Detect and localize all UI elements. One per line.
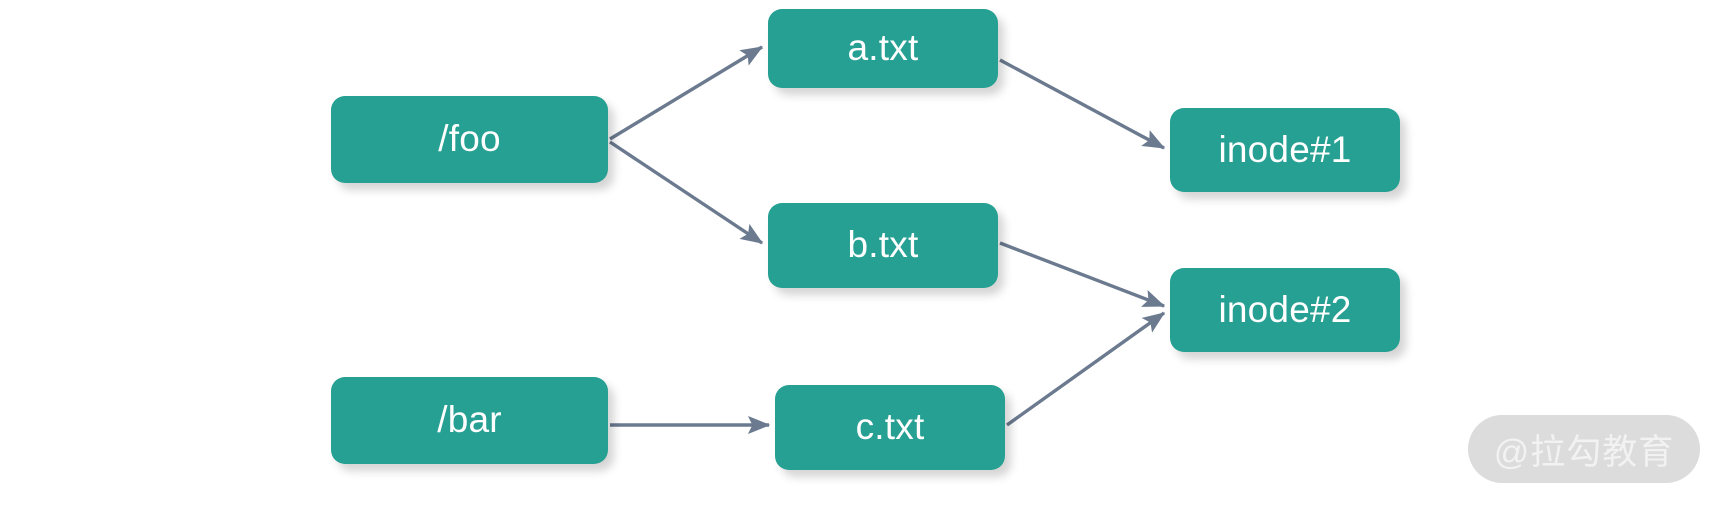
edge-foo-atxt [609, 45, 764, 141]
node-c-txt[interactable]: c.txt [775, 385, 1005, 470]
watermark-text: @拉勾教育 [1493, 432, 1675, 472]
node-inode-2[interactable]: inode#2 [1170, 268, 1400, 352]
node-inode-1-label: inode#1 [1218, 128, 1352, 170]
node-b-txt[interactable]: b.txt [768, 203, 998, 288]
node-a-txt-label: a.txt [847, 27, 919, 68]
node-b-txt-label: b.txt [847, 224, 919, 265]
node-bar[interactable]: /bar [331, 377, 608, 464]
edge-ctxt-inode2 [1006, 311, 1166, 427]
node-foo-label: /foo [438, 118, 501, 159]
edge-atxt-inode1 [999, 58, 1166, 150]
node-a-txt[interactable]: a.txt [768, 9, 998, 88]
node-foo[interactable]: /foo [331, 96, 608, 183]
watermark-badge: @拉勾教育 [1468, 415, 1700, 483]
node-bar-label: /bar [437, 399, 502, 440]
edge-btxt-inode2 [999, 241, 1166, 308]
node-c-txt-label: c.txt [855, 406, 925, 447]
node-inode-1[interactable]: inode#1 [1170, 108, 1400, 192]
node-inode-2-label: inode#2 [1218, 288, 1352, 330]
edge-foo-btxt [609, 140, 764, 245]
